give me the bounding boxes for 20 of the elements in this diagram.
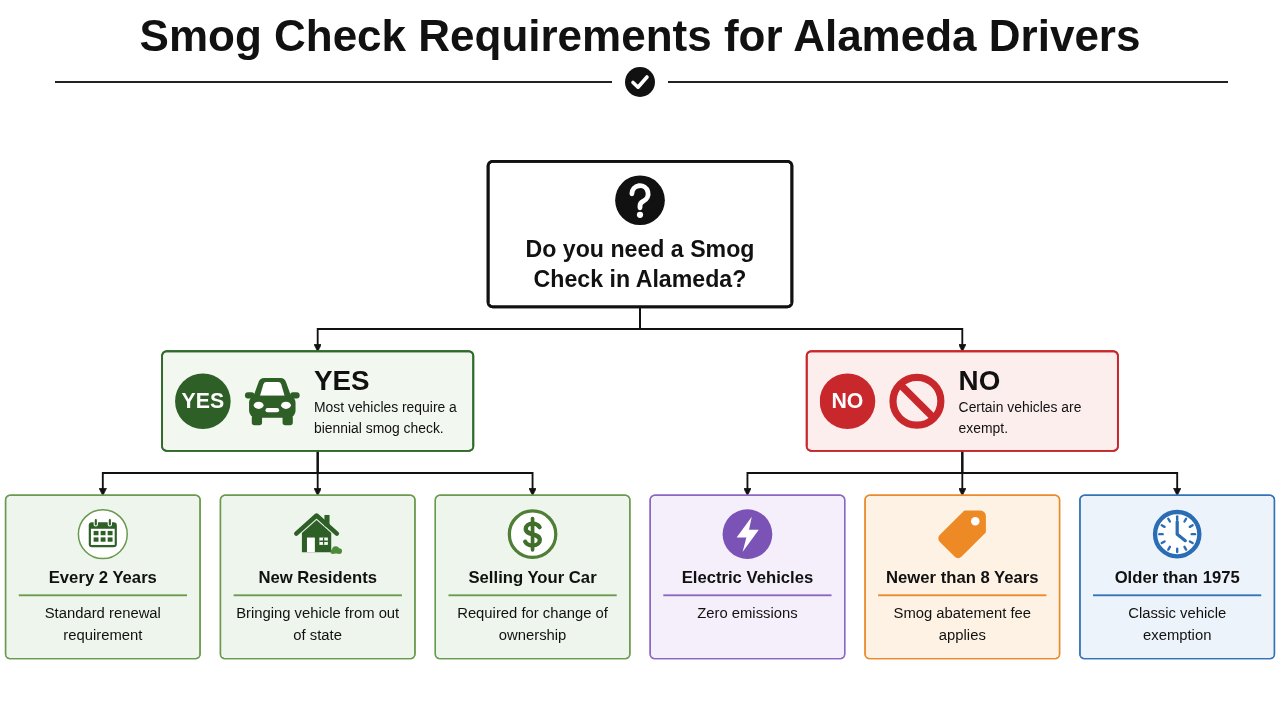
card-heading: Electric Vehicles [663, 567, 832, 597]
answer-heading: NO [958, 364, 1002, 398]
question-text: Do you need a Smog Check in Alameda? [524, 234, 756, 294]
card-description: Classic vehicle exemption [1127, 604, 1228, 645]
answer-heading: YES [314, 364, 371, 398]
card-description: Standard renewal requirement [43, 604, 162, 645]
card-heading: Selling Your Car [448, 567, 617, 597]
card-heading: Older than 1975 [1092, 567, 1262, 597]
arrow [961, 450, 1182, 497]
card-heading: Every 2 Years [18, 567, 188, 597]
card-heading: New Residents [233, 567, 402, 597]
arrow [316, 450, 537, 497]
card-description: Smog abatement fee applies [892, 604, 1033, 645]
card-description: Required for change of ownership [456, 604, 609, 645]
card-description: Bringing vehicle from out of state [235, 604, 401, 645]
answer-description: Most vehicles require a biennial smog check. [314, 398, 458, 438]
answer-description: Certain vehicles are exempt. [958, 398, 1083, 438]
diagram-title: Smog Check Requirements for Alameda Drivers [139, 10, 1141, 62]
card-heading: Newer than 8 Years [878, 567, 1047, 597]
card-description: Zero emissions [696, 604, 799, 624]
